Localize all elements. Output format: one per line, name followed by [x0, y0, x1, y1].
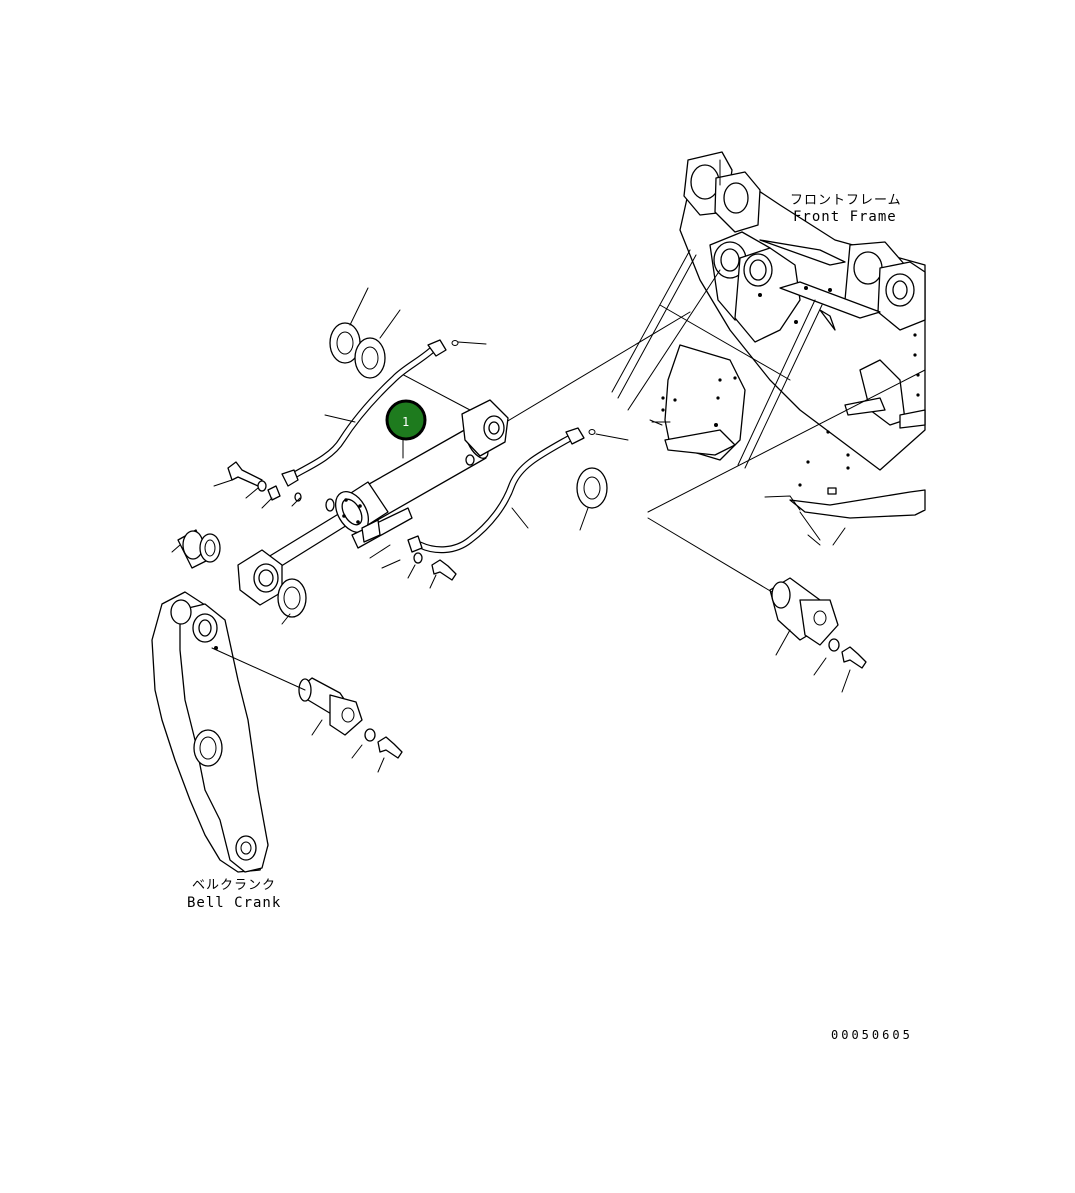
bolts: [227, 461, 867, 759]
bell-crank: [151, 591, 306, 873]
figure-code: 00050605: [831, 1028, 913, 1042]
callout-1-number: 1: [402, 415, 409, 429]
shims-and-washers: [177, 322, 608, 618]
callout-1[interactable]: 1: [385, 399, 427, 441]
hose-right: [416, 427, 596, 554]
bell-crank-label-jp: ベルクランク: [192, 878, 276, 893]
front-frame-label-jp: フロントフレーム: [790, 193, 902, 208]
leader-lines: [171, 159, 851, 773]
callout-1-badge[interactable]: [385, 399, 427, 441]
front-frame: [611, 151, 926, 546]
cylinder-assembly: [237, 311, 691, 606]
bell-crank-label-en: Bell Crank: [187, 895, 281, 911]
hose-left: [281, 339, 459, 487]
front-frame-label-en: Front Frame: [793, 209, 897, 225]
